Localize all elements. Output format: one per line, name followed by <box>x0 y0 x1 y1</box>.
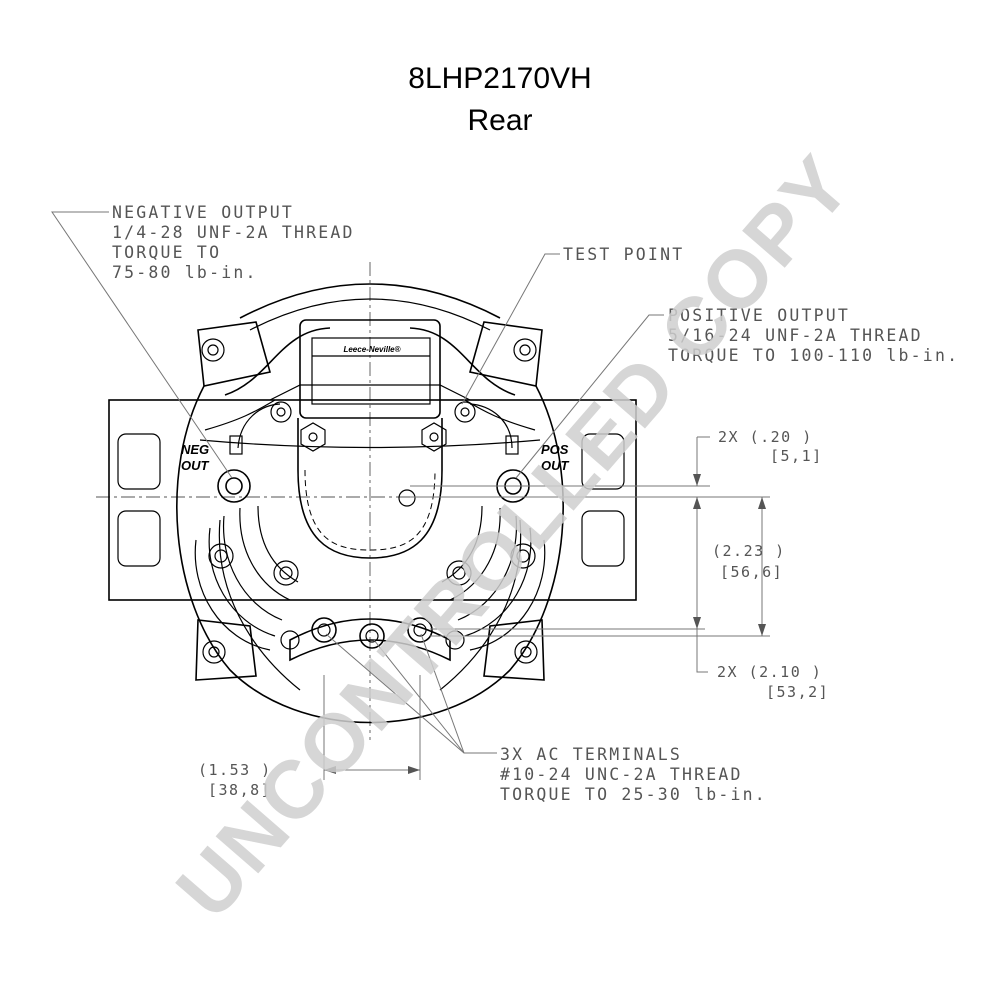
ac-terminal-1 <box>311 617 337 643</box>
callout-ac-terminals: 3X AC TERMINALS #10-24 UNC-2A THREAD TOR… <box>500 745 767 804</box>
bolt-bottom-left <box>202 640 226 664</box>
pos-label-2: OUT <box>541 458 570 473</box>
part-number-title: 8LHP2170VH <box>408 62 592 95</box>
alternator-housing <box>108 283 637 724</box>
neg-label-2: OUT <box>181 458 210 473</box>
dim-56-6-mm: [56,6] <box>720 563 783 581</box>
pos-label-1: POS <box>541 442 569 457</box>
view-title: Rear <box>467 104 533 137</box>
regulator-screw-right <box>454 401 476 423</box>
pos-out-line-2: 5/16-24 UNF-2A THREAD <box>668 326 923 345</box>
neg-out-line-2: 1/4-28 UNF-2A THREAD <box>112 223 355 242</box>
brand-plate: Leece-Neville® <box>343 345 400 354</box>
ac-line-1: 3X AC TERMINALS <box>500 745 682 764</box>
dim-38-8-mm: [38,8] <box>208 781 271 799</box>
voltage-regulator: Leece-Neville® <box>297 319 443 559</box>
dim-20-inch: 2X (.20 ) <box>718 428 813 446</box>
callout-test-point: TEST POINT <box>563 245 684 264</box>
pos-out-line-3: TORQUE TO 100-110 lb-in. <box>668 346 959 365</box>
callout-positive-output: POSITIVE OUTPUT 5/16-24 UNF-2A THREAD TO… <box>668 306 959 365</box>
diode-5 <box>280 630 300 650</box>
diode-3 <box>446 560 472 586</box>
dim-2-10-inch: 2X (2.10 ) <box>717 663 822 681</box>
diode-4 <box>510 543 536 569</box>
ac-line-2: #10-24 UNC-2A THREAD <box>500 765 743 784</box>
cooling-vents <box>194 505 546 651</box>
leader-lines <box>51 211 664 754</box>
uncontrolled-copy-watermark: UNCONTROLLED COPY <box>159 138 869 935</box>
neg-label-1: NEG <box>181 442 209 457</box>
rectifier-diodes <box>208 543 536 650</box>
test-point-terminal <box>398 489 416 507</box>
ac-terminals <box>311 617 433 649</box>
bolt-bottom-right <box>514 640 538 664</box>
bolt-top-left <box>201 338 225 362</box>
diode-2 <box>273 560 299 586</box>
diode-6 <box>445 630 465 650</box>
callout-negative-output: NEGATIVE OUTPUT 1/4-28 UNF-2A THREAD TOR… <box>112 203 355 282</box>
mounting-bolts <box>201 338 538 664</box>
regulator-nut-left <box>300 422 326 452</box>
dim-2-23-inch: (2.23 ) <box>712 542 786 560</box>
ac-line-3: TORQUE TO 25-30 lb-in. <box>500 785 767 804</box>
dim-1-53-inch: (1.53 ) <box>198 761 272 779</box>
pos-out-line-1: POSITIVE OUTPUT <box>668 306 850 325</box>
ac-terminal-2 <box>359 623 385 649</box>
regulator-screw-left <box>270 401 292 423</box>
neg-out-line-3: TORQUE TO <box>112 243 221 262</box>
neg-out-line-1: NEGATIVE OUTPUT <box>112 203 294 222</box>
neg-out-line-4: 75-80 lb-in. <box>112 263 258 282</box>
dim-5-1-mm: [5,1] <box>770 447 823 465</box>
diode-1 <box>208 543 234 569</box>
dim-53-2-mm: [53,2] <box>766 683 829 701</box>
regulator-nut-right <box>421 422 447 452</box>
bolt-top-right <box>513 338 537 362</box>
negative-output-terminal <box>217 403 281 503</box>
dimension-lines <box>323 436 770 780</box>
ac-terminal-3 <box>407 617 433 643</box>
